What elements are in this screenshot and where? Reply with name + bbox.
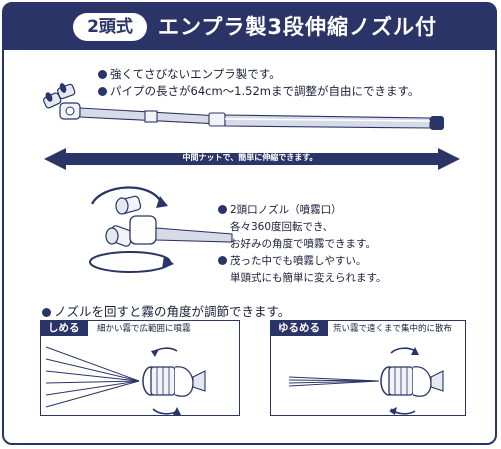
pipe-illustration — [43, 83, 460, 170]
mode-label-loosen: ゆるめる — [270, 320, 328, 336]
narrow-spray-illustration — [288, 347, 444, 415]
nozzle-feature-line: 単頭式にも簡単に変えられます。 — [230, 272, 387, 284]
nozzle-feature-title: 2頭口ノズル（噴霧口） — [230, 204, 342, 216]
nozzle-feature-item-2: 茂った中でも噴霧しやすい。 — [218, 253, 366, 270]
bullet-icon — [42, 308, 51, 317]
bullet-icon — [98, 70, 107, 79]
mode-box-loosen: ゆるめる 荒い霧で遠くまで集中的に散布 — [270, 320, 466, 416]
narrow-spray-lines — [288, 376, 380, 387]
nozzle-feature-line: お好みの角度で噴霧できます。 — [230, 238, 376, 250]
rotate-arrow-icon — [389, 407, 397, 415]
adjust-range-arrow — [44, 148, 460, 170]
nozzle-feature-title: 茂った中でも噴霧しやすい。 — [230, 255, 367, 267]
bullet-icon — [98, 87, 107, 96]
arrow-note: 中間ナットで、簡単に伸縮できます。 — [182, 153, 318, 162]
nozzle-rotation-illustration — [89, 186, 233, 273]
extension-pipe — [79, 107, 444, 130]
wide-spray-illustration — [45, 346, 206, 415]
mode-box-tighten: しめる 細かい霧で広範囲に噴霧 — [40, 320, 240, 416]
rotate-arrow-icon — [411, 347, 419, 355]
bullet-icon — [218, 205, 227, 214]
twin-nozzle-head — [43, 83, 81, 120]
rotate-arrow-icon — [162, 256, 174, 269]
feature-text: 強くてさびないエンプラ製です。 — [110, 67, 281, 81]
product-title: エンプラ製3段伸縮ノズル付 — [158, 15, 437, 39]
spray-section-heading: ノズルを回すと霧の角度が調節できます。 — [42, 301, 290, 320]
mode-description-loosen: 荒い霧で遠くまで集中的に散布 — [333, 324, 453, 334]
feature-item-material: 強くてさびないエンプラ製です。 — [98, 66, 281, 82]
card-frame — [2, 2, 497, 445]
rotate-arrow-icon — [156, 196, 168, 208]
rotate-arrow-icon — [151, 349, 159, 357]
bullet-icon — [218, 256, 227, 265]
type-badge: 2頭式 — [73, 13, 147, 41]
middle-nut — [208, 112, 226, 127]
feature-item-length: パイプの長さが64cm～1.52mまで調整が自由にできます。 — [98, 83, 419, 99]
spray-section-heading-text: ノズルを回すと霧の角度が調節できます。 — [54, 304, 291, 319]
feature-text: パイプの長さが64cm～1.52mまで調整が自由にできます。 — [110, 84, 420, 98]
mode-label-tighten: しめる — [40, 320, 88, 336]
rotate-arrow-icon — [173, 407, 181, 415]
wide-spray-lines — [45, 346, 140, 408]
nozzle-feature-item-1: 2頭口ノズル（噴霧口） — [218, 202, 342, 219]
mode-description-tighten: 細かい霧で広範囲に噴霧 — [97, 324, 191, 334]
pipe-end-cap — [430, 116, 444, 130]
pipe-joint — [144, 110, 158, 123]
nozzle-feature-line: 各々360度回転でき、 — [230, 221, 334, 233]
